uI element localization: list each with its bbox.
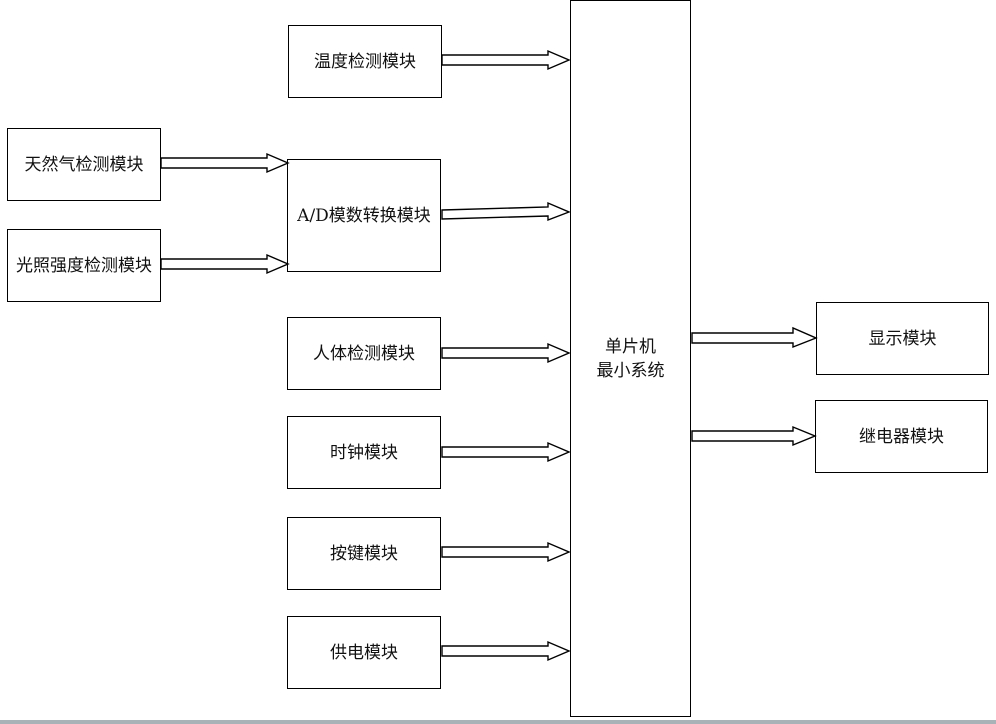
node-label: 继电器模块 — [859, 426, 944, 447]
arrow-human-to-mcu — [441, 342, 571, 364]
arrow-gas-to-adc — [160, 152, 290, 174]
arrow-keys-to-mcu — [441, 541, 571, 563]
node-label: A/D模数转换模块 — [297, 205, 431, 226]
node-gas-module: 天然气检测模块 — [7, 128, 161, 201]
node-label: 光照强度检测模块 — [16, 255, 152, 276]
node-relay-module: 继电器模块 — [815, 400, 988, 473]
node-label: 显示模块 — [868, 328, 937, 349]
arrow-adc-to-mcu — [441, 201, 571, 222]
node-label: 人体检测模块 — [313, 343, 415, 364]
node-light-module: 光照强度检测模块 — [7, 229, 161, 302]
node-display-module: 显示模块 — [816, 302, 989, 375]
arrow-power-to-mcu — [441, 640, 571, 662]
node-label: 供电模块 — [330, 642, 398, 663]
node-adc-module: A/D模数转换模块 — [287, 159, 441, 272]
node-temperature-module: 温度检测模块 — [288, 25, 442, 98]
node-label: 按键模块 — [330, 543, 398, 564]
node-power-module: 供电模块 — [287, 616, 441, 689]
node-label: 天然气检测模块 — [24, 154, 144, 175]
arrow-clock-to-mcu — [441, 441, 571, 463]
node-human-module: 人体检测模块 — [287, 317, 441, 390]
node-label: 时钟模块 — [330, 442, 398, 463]
arrow-mcu-to-display — [691, 326, 818, 349]
arrow-temp-to-mcu — [441, 49, 571, 71]
node-label-line2: 最小系统 — [596, 360, 665, 381]
node-label-line1: 单片机 — [605, 336, 656, 357]
node-mcu-system: 单片机 最小系统 — [570, 0, 691, 717]
arrow-mcu-to-relay — [691, 425, 817, 447]
bottom-border — [0, 720, 996, 724]
node-clock-module: 时钟模块 — [287, 416, 441, 489]
arrow-light-to-adc — [160, 253, 290, 275]
node-keys-module: 按键模块 — [287, 517, 441, 590]
node-label: 温度检测模块 — [314, 51, 416, 72]
